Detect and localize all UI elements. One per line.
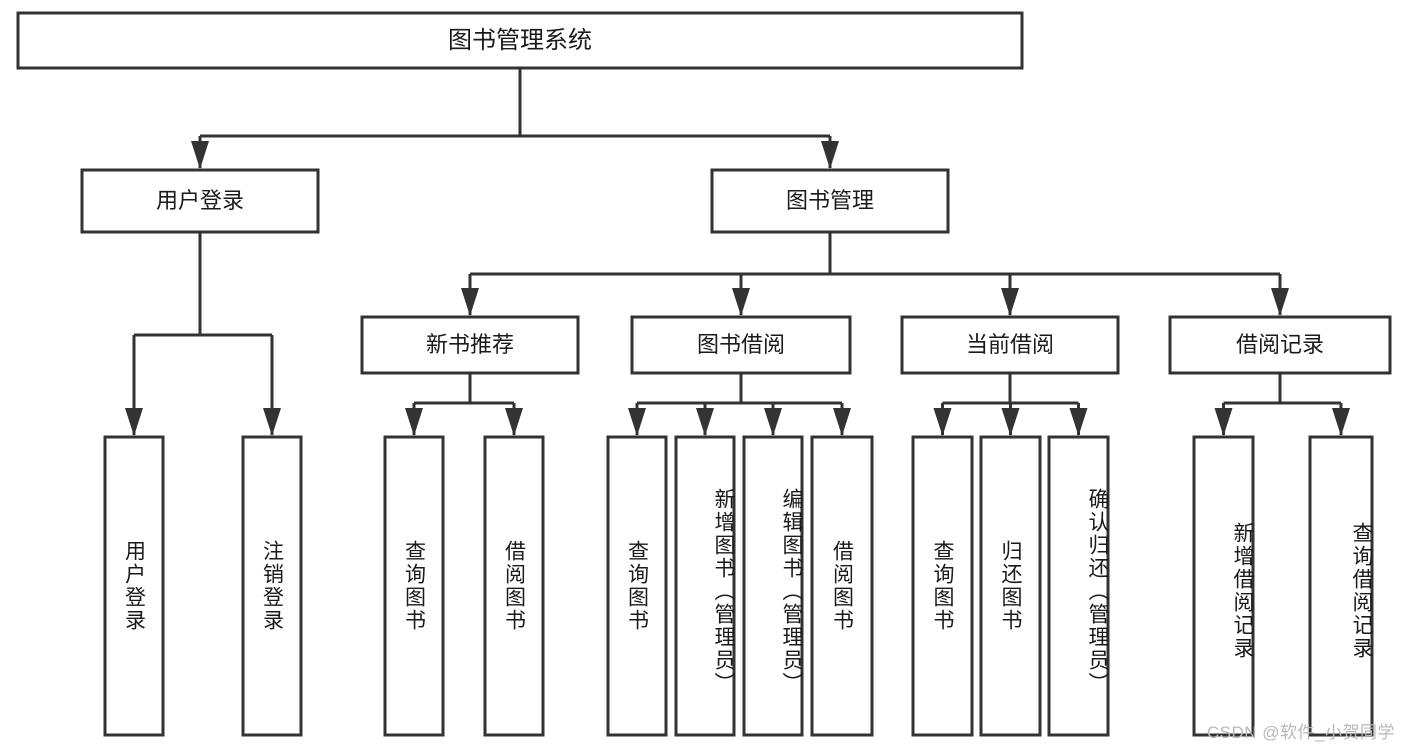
user-login-to-leaves-arrow-1 <box>263 408 281 436</box>
watermark: CSDN @软件_小贺同学 <box>1206 723 1395 742</box>
leaf-0-box <box>103 435 165 737</box>
leaf-5-box <box>674 435 736 737</box>
level3-1-to-leaves-arrow-1 <box>696 408 714 436</box>
level3-3-to-leaves-arrow-1 <box>1332 408 1350 436</box>
level3-3-to-leaves-arrow-0 <box>1214 408 1233 436</box>
level3-0-to-leaves-arrow-1 <box>505 408 523 436</box>
node-新书推荐-label: 新书推荐 <box>426 332 514 357</box>
node-当前借阅-label: 当前借阅 <box>966 332 1054 357</box>
node-root-box <box>16 11 1024 70</box>
level3-2-to-leaves-arrow-1 <box>1001 408 1020 436</box>
user-login-to-leaves-arrow-0 <box>125 408 143 436</box>
leaf-4-box <box>606 435 668 737</box>
node-图书借阅-label: 图书借阅 <box>697 332 785 357</box>
connector-layer <box>125 68 1350 436</box>
book-mgmt-to-level3-arrow-0 <box>461 288 479 316</box>
node-图书管理-label: 图书管理 <box>786 188 874 213</box>
leaf-12-box <box>1308 435 1374 737</box>
box-layer <box>16 11 1392 737</box>
node-借阅记录-label: 借阅记录 <box>1236 332 1324 357</box>
level3-1-to-leaves-arrow-2 <box>764 408 782 436</box>
root-to-level2-arrow-0 <box>191 141 209 169</box>
leaf-7-box <box>810 435 874 737</box>
node-root-label: 图书管理系统 <box>448 27 592 54</box>
leaf-10-box <box>1047 435 1110 737</box>
leaf-2-box <box>383 435 445 737</box>
leaf-9-box <box>979 435 1042 737</box>
node-图书管理-box <box>710 168 950 234</box>
leaf-8-box <box>911 435 974 737</box>
node-新书推荐-box <box>360 315 580 375</box>
node-用户登录-box <box>80 168 320 234</box>
leaf-6-box <box>742 435 804 737</box>
node-图书借阅-box <box>630 315 852 375</box>
leaf-11-box <box>1192 435 1255 737</box>
book-mgmt-to-level3-arrow-2 <box>1001 288 1019 316</box>
level3-2-to-leaves-arrow-2 <box>1069 408 1088 436</box>
root-to-level2-arrow-1 <box>821 141 839 169</box>
node-借阅记录-box <box>1168 315 1392 375</box>
level3-1-to-leaves-arrow-3 <box>833 408 851 436</box>
book-mgmt-to-level3-arrow-3 <box>1271 288 1289 316</box>
leaf-3-box <box>483 435 545 737</box>
book-mgmt-to-level3-arrow-1 <box>732 288 750 316</box>
leaf-1-box <box>241 435 303 737</box>
level3-1-to-leaves-arrow-0 <box>628 408 646 436</box>
level3-0-to-leaves-arrow-0 <box>405 408 423 436</box>
node-当前借阅-box <box>900 315 1120 375</box>
node-用户登录-label: 用户登录 <box>156 188 244 213</box>
level3-2-to-leaves-arrow-0 <box>933 408 952 436</box>
